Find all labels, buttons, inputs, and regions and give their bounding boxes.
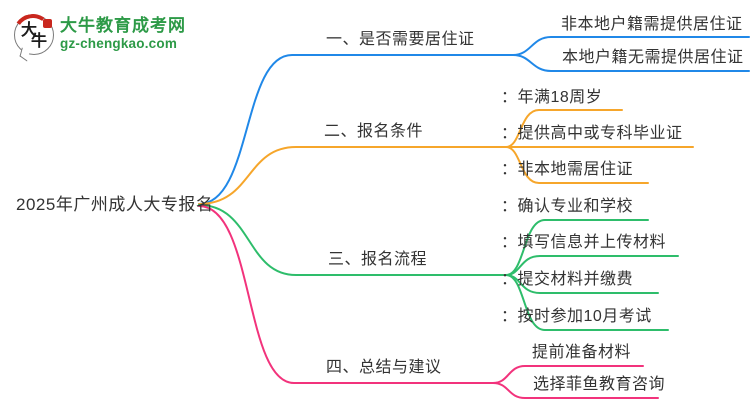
logo-subtitle: gz-chengkao.com bbox=[60, 36, 178, 51]
root-node: 2025年广州成人大专报名 bbox=[16, 195, 214, 214]
leaf-node: 选择菲鱼教育咨询 bbox=[533, 376, 666, 393]
leaf-node: ：非本地需居住证 bbox=[501, 161, 634, 178]
branch-2-label: 二、报名条件 bbox=[324, 123, 424, 140]
leaf-node: ：确认专业和学校 bbox=[501, 198, 634, 215]
logo-char-bottom: 牛 bbox=[31, 33, 48, 50]
leaf-node: 提前准备材料 bbox=[532, 344, 632, 361]
branch-4-curves bbox=[198, 205, 659, 399]
leaf-node: 本地户籍无需提供居住证 bbox=[562, 49, 744, 66]
branch-3-curves bbox=[198, 204, 679, 331]
leaf-node: 非本地户籍需提供居住证 bbox=[561, 16, 743, 33]
leaf-node: ：填写信息并上传材料 bbox=[501, 234, 667, 251]
logo-char-top: 大 bbox=[21, 22, 38, 39]
logo-bubble-icon: 大 牛 bbox=[9, 10, 57, 62]
leaf-node: ：按时参加10月考试 bbox=[501, 308, 652, 325]
site-logo: 大 牛 大牛教育成考网 gz-chengkao.com bbox=[9, 10, 186, 62]
branch-3-label: 三、报名流程 bbox=[328, 251, 428, 268]
branch-1-curves bbox=[198, 36, 750, 205]
branch-2-curves bbox=[198, 109, 694, 205]
leaf-node: ：提交材料并缴费 bbox=[501, 271, 634, 288]
leaf-node: ：年满18周岁 bbox=[501, 89, 603, 106]
leaf-node: ：提供高中或专科毕业证 bbox=[501, 125, 683, 142]
branch-1-label: 一、是否需要居住证 bbox=[326, 31, 475, 48]
logo-text: 大牛教育成考网 gz-chengkao.com bbox=[60, 15, 186, 51]
logo-seal-icon bbox=[43, 19, 52, 28]
logo-title: 大牛教育成考网 bbox=[60, 16, 186, 35]
branch-4-label: 四、总结与建议 bbox=[326, 359, 442, 376]
